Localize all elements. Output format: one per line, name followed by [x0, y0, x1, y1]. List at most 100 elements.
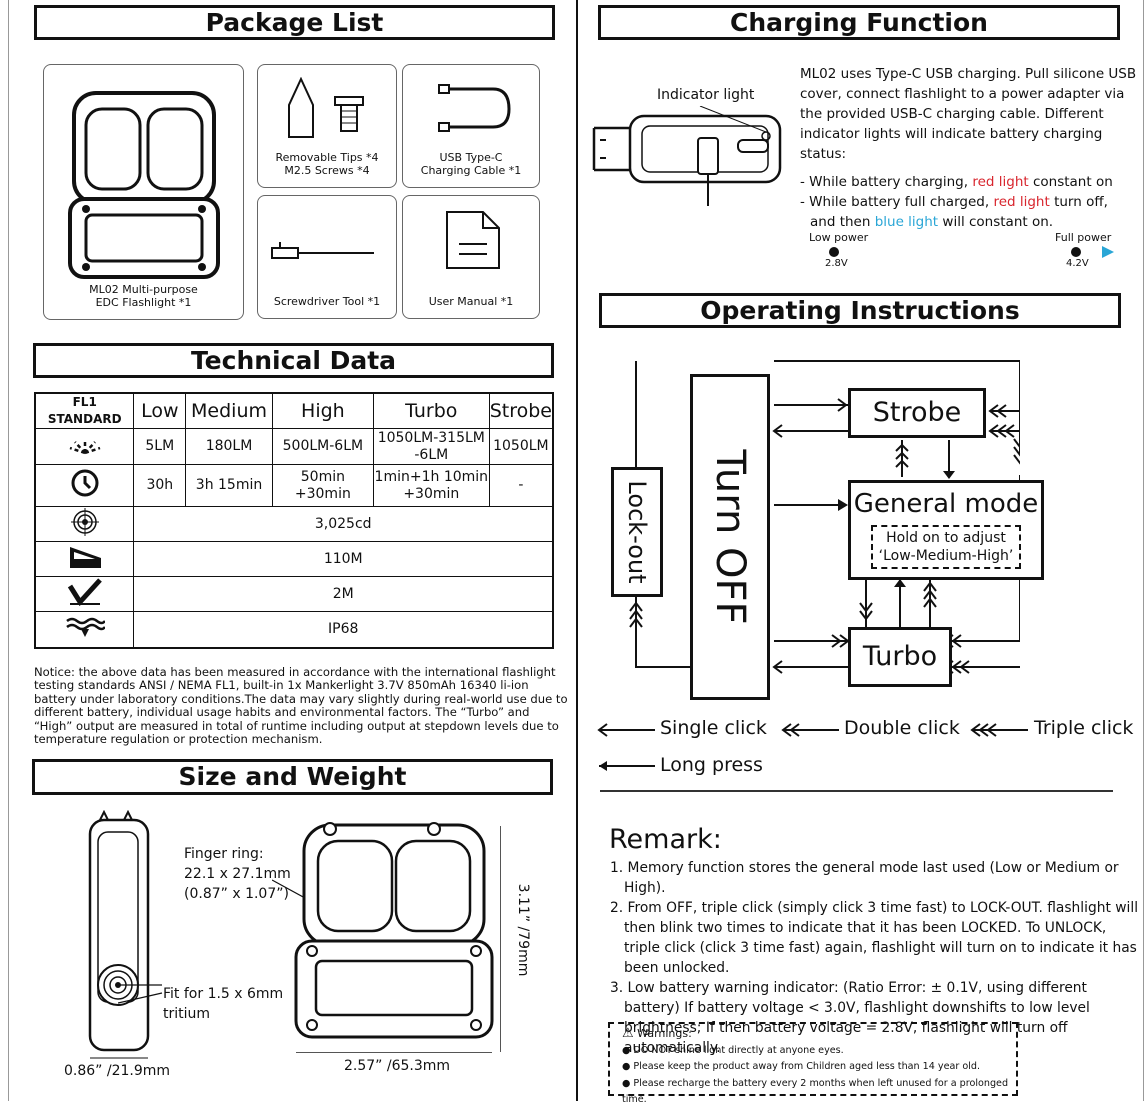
- tritium-note: Fit for 1.5 x 6mm tritium: [163, 986, 284, 1022]
- charging-description: ML02 uses Type-C USB charging. Pull sili…: [800, 64, 1145, 232]
- table-cell: 5LM: [133, 428, 187, 465]
- remark-item: 1. Memory function stores the general mo…: [610, 860, 1119, 896]
- remark-item: 2. From OFF, triple click (simply click …: [610, 900, 1139, 976]
- charging-intro: ML02 uses Type-C USB charging. Pull sili…: [800, 66, 1137, 162]
- low-power-label: Low power: [809, 231, 869, 244]
- width-dimension-line: [296, 1052, 492, 1053]
- triple-click-arrow-icon: [970, 723, 1028, 737]
- full-voltage-label: 4.2V: [1066, 258, 1089, 269]
- single-click-arrow-icon: [597, 723, 655, 737]
- front-width-label: 2.57” /65.3mm: [344, 1058, 451, 1074]
- legend-double-click: Double click: [844, 717, 960, 739]
- section-divider: [600, 790, 1113, 792]
- left-margin-line: [8, 0, 9, 1101]
- package-item-tips: Removable Tips *4 M2.5 Screws *4: [257, 64, 397, 188]
- column-header: Low: [133, 392, 187, 429]
- table-cell: 50min +30min: [271, 464, 374, 507]
- table-cell: 110M: [133, 541, 554, 577]
- water-resistance-icon: [34, 611, 135, 648]
- table-cell: 3,025cd: [133, 506, 554, 542]
- flashlight-front-icon: [68, 91, 220, 279]
- table-cell: 1050LM: [488, 428, 554, 465]
- warnings-box: ⚠ Warnings: ● DO NOT shine light directl…: [608, 1022, 1018, 1105]
- brightness-icon: [34, 428, 135, 465]
- turbo-state: Turbo: [848, 627, 952, 687]
- turn-off-state: Turn OFF: [690, 374, 770, 700]
- runtime-clock-icon: [34, 464, 135, 507]
- front-height-label: 3.11” /79mm: [515, 883, 531, 977]
- beam-distance-icon: [34, 541, 135, 577]
- intensity-target-icon: [34, 506, 135, 542]
- table-cell: 3h 15min: [185, 464, 273, 507]
- charging-status-3: and then blue light will constant on.: [810, 214, 1054, 230]
- package-item-label: ML02 Multi-purpose EDC Flashlight *1: [89, 283, 198, 309]
- full-power-label: Full power: [1055, 231, 1112, 244]
- turn-off-label: Turn OFF: [707, 449, 753, 625]
- screwdriver-icon: [271, 242, 374, 259]
- column-header: FL1 STANDARD: [34, 392, 135, 429]
- remark-list: 1. Memory function stores the general mo…: [610, 858, 1145, 1058]
- flashlight-charging-drawing: [592, 106, 782, 206]
- package-item-label: User Manual *1: [428, 295, 514, 308]
- general-mode-state: General mode Hold on to adjust ‘Low-Medi…: [848, 480, 1044, 580]
- lockout-label: Lock-out: [623, 480, 651, 584]
- package-item-label: USB Type-C Charging Cable *1: [420, 151, 522, 177]
- double-click-arrow-icon: [781, 723, 839, 737]
- size-weight-header: Size and Weight: [32, 759, 553, 795]
- column-divider: [576, 0, 578, 1101]
- flashlight-front-drawing: [294, 822, 494, 1039]
- operating-flow-diagram: [629, 360, 1020, 674]
- table-cell: 1050LM-315LM -6LM: [372, 428, 490, 465]
- measurement-notice: Notice: the above data has been measured…: [34, 665, 568, 747]
- right-margin-line: [1143, 0, 1144, 1101]
- lockout-state: Lock-out: [611, 467, 663, 597]
- low-voltage-label: 2.8V: [825, 258, 848, 269]
- legend-single-click: Single click: [660, 717, 767, 739]
- table-cell: IP68: [133, 611, 554, 648]
- package-item-label: Removable Tips *4 M2.5 Screws *4: [275, 151, 379, 177]
- charge-level-gradient-bar: [829, 246, 1114, 258]
- column-header: Strobe: [488, 392, 554, 429]
- tritium-leader-arrow: [118, 984, 163, 1004]
- column-header: High: [271, 392, 374, 429]
- package-item-cable: USB Type-C Charging Cable *1: [402, 64, 540, 188]
- package-item-manual: User Manual *1: [402, 195, 540, 319]
- column-header: Medium: [185, 392, 273, 429]
- table-cell: 2M: [133, 576, 554, 612]
- impact-resistance-icon: [34, 576, 135, 612]
- charging-function-header: Charging Function: [598, 5, 1120, 40]
- warnings-heading: ⚠ Warnings:: [622, 1026, 692, 1041]
- package-item-flashlight: ML02 Multi-purpose EDC Flashlight *1: [43, 64, 244, 320]
- remark-item: 3. Low battery warning indicator: (Ratio…: [610, 980, 1090, 1056]
- warning-item: ● Please keep the product away from Chil…: [622, 1061, 981, 1072]
- charging-status-1: - While battery charging, red light cons…: [800, 174, 1113, 190]
- tip-and-screw-icon: [288, 77, 364, 138]
- table-cell: -: [488, 464, 554, 507]
- table-cell: 180LM: [185, 428, 273, 465]
- height-dimension-line: [500, 826, 501, 1052]
- package-list-header: Package List: [34, 5, 555, 40]
- legend-triple-click: Triple click: [1034, 717, 1134, 739]
- technical-data-header: Technical Data: [33, 343, 554, 378]
- technical-data-table: FL1 STANDARD Low Medium High Turbo Strob…: [34, 392, 554, 649]
- warning-item: ● DO NOT shine light directly at anyone …: [622, 1044, 844, 1056]
- user-manual-icon: [446, 211, 500, 269]
- charging-status-2: - While battery full charged, red light …: [800, 194, 1108, 210]
- legend-long-press: Long press: [660, 754, 763, 776]
- table-cell: 500LM-6LM: [271, 428, 374, 465]
- package-item-screwdriver: Screwdriver Tool *1: [257, 195, 397, 319]
- warning-item: ● Please recharge the battery every 2 mo…: [622, 1077, 1009, 1106]
- table-cell: 1min+1h 10min +30min: [372, 464, 490, 507]
- remark-title: Remark:: [609, 824, 722, 855]
- hold-adjust-note: Hold on to adjust ‘Low-Medium-High’: [871, 525, 1021, 569]
- operating-instructions-header: Operating Instructions: [599, 293, 1121, 328]
- long-press-arrow-icon: [599, 761, 655, 771]
- side-width-label: 0.86” /21.9mm: [64, 1063, 171, 1079]
- package-item-label: Screwdriver Tool *1: [273, 295, 381, 308]
- table-cell: 30h: [133, 464, 187, 507]
- warning-triangle-icon: ⚠: [622, 1026, 634, 1041]
- usb-cable-icon: [438, 84, 511, 132]
- column-header: Turbo: [372, 392, 490, 429]
- general-mode-label: General mode: [853, 489, 1039, 519]
- indicator-light-label: Indicator light: [657, 87, 755, 103]
